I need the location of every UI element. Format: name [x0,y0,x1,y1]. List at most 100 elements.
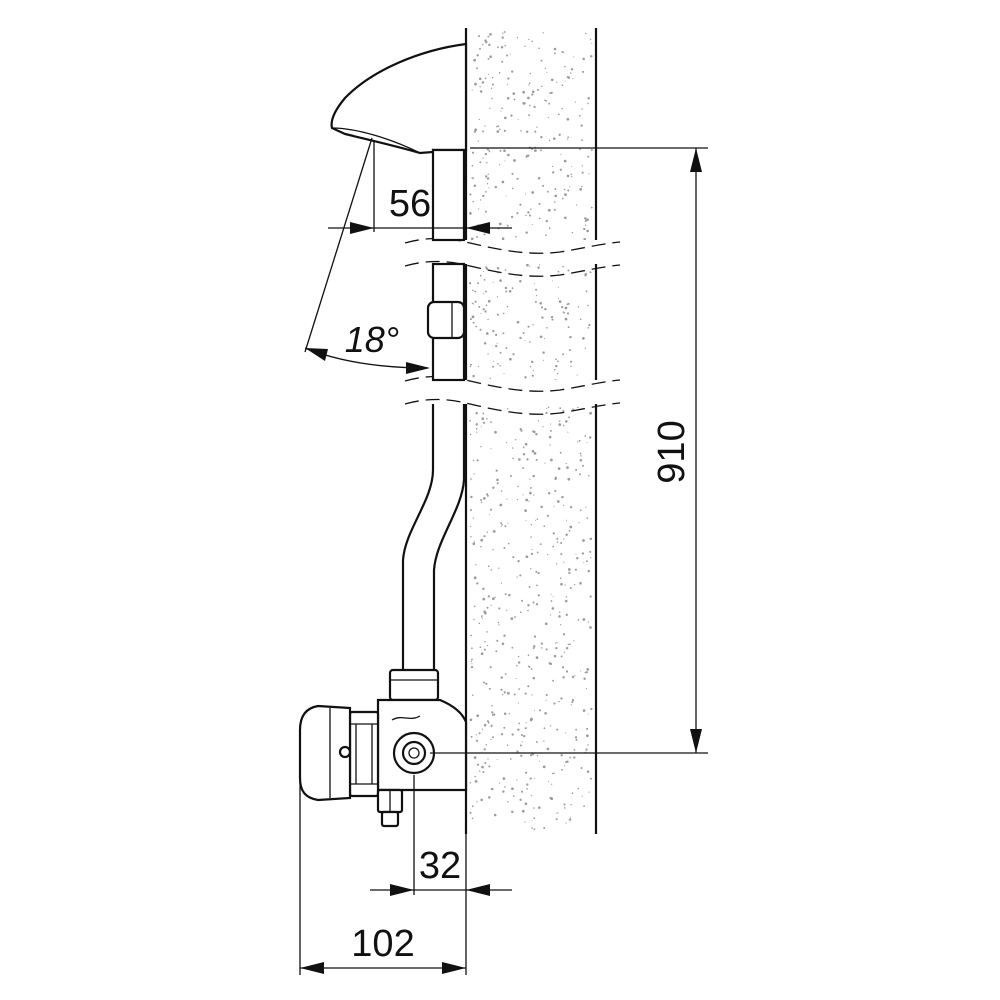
wall-speckle [528,500,530,502]
wall-speckle [511,733,514,736]
wall-speckle [531,548,533,551]
wall-speckle [531,90,535,94]
wall-speckle [562,265,564,268]
wall-speckle [558,423,562,426]
wall-speckle [497,621,500,624]
wall-speckle [487,758,489,760]
wall-speckle [562,51,565,54]
wall-speckle [528,586,531,588]
break-line-1b [404,260,621,277]
wall-speckle [542,426,544,428]
wall-speckle [566,466,569,469]
wall-speckle [472,321,475,324]
wall-speckle [506,408,509,410]
wall-speckle [561,84,564,87]
wall-speckle [499,128,501,131]
wall-speckle [516,779,518,781]
wall-speckle [509,357,512,361]
wall-speckle [549,429,552,432]
wall-speckle [535,288,538,291]
wall-speckle [478,305,481,308]
valve-offset-label: 32 [419,845,461,887]
wall-speckle [524,727,527,730]
wall-speckle [534,130,537,133]
wall-speckle [562,633,566,636]
wall-speckle [490,508,493,511]
wall-speckle [503,712,507,716]
wall-speckle [560,582,563,586]
wall-speckle [507,691,510,695]
wall-speckle [488,765,491,768]
wall-speckle [476,801,478,803]
wall-speckle [495,344,498,348]
wall-speckle [483,233,486,236]
wall-speckle [559,168,562,171]
wall-speckle [551,607,555,610]
wall-speckle [486,720,489,723]
wall-speckle [518,688,521,690]
wall-speckle [551,772,554,775]
wall-speckle [554,201,556,203]
wall-speckle [557,270,560,273]
wall-speckle [507,801,509,803]
wall-speckle [536,584,538,587]
wall-speckle [571,231,574,234]
wall-speckle [584,224,587,226]
wall-speckle [483,342,487,345]
wall-speckle [582,57,585,61]
wall-speckle [520,754,523,757]
wall-speckle [487,595,490,598]
wall-speckle [546,514,549,517]
wall-speckle [526,783,529,786]
wall-speckle [587,326,590,329]
wall-speckle [540,505,543,509]
wall-speckle [473,473,475,475]
wall-speckle [570,68,574,71]
wall-speckle [540,136,543,139]
wall-speckle [564,584,566,586]
wall-speckle [513,98,516,101]
wall-speckle [581,165,583,167]
wall-speckle [566,174,570,178]
wall-speckle [537,176,541,180]
wall-speckle [501,180,505,184]
wall-speckle [558,133,561,136]
wall-speckle [486,631,488,633]
wall-speckle [532,324,534,326]
wall-speckle [540,306,544,309]
wall-speckle [492,548,494,551]
wall-speckle [472,517,475,519]
wall-speckle [481,728,484,730]
wall-speckle [572,78,574,80]
wall-speckle [486,177,490,180]
wall-speckle [517,118,519,120]
wall-speckle [504,44,506,47]
wall-speckle [470,735,473,738]
wall-speckle [527,154,530,157]
wall-speckle [496,482,499,485]
wall-speckle [487,57,490,60]
wall-speckle [536,518,539,520]
wall-speckle [555,818,558,821]
wall-speckle [550,423,552,425]
wall-speckle [566,76,570,79]
wall-speckle [575,468,578,471]
wall-speckle [542,32,544,34]
wall-speckle [486,417,488,420]
wall-speckle [590,206,593,209]
wall-speckle [571,701,574,704]
wall-speckle [482,270,485,273]
wall-speckle [480,445,482,448]
wall-speckle [480,545,482,548]
wall-speckle [524,376,527,379]
wall-speckle [554,188,557,191]
wall-speckle [475,734,477,736]
wall-speckle [474,300,477,303]
wall-speckle [533,282,535,284]
wall-speckle [573,748,576,751]
wall-speckle [486,644,489,647]
wall-speckle [480,501,483,504]
wall-speckle [493,360,495,362]
wall-speckle [496,759,498,760]
wall-speckle [564,65,566,68]
